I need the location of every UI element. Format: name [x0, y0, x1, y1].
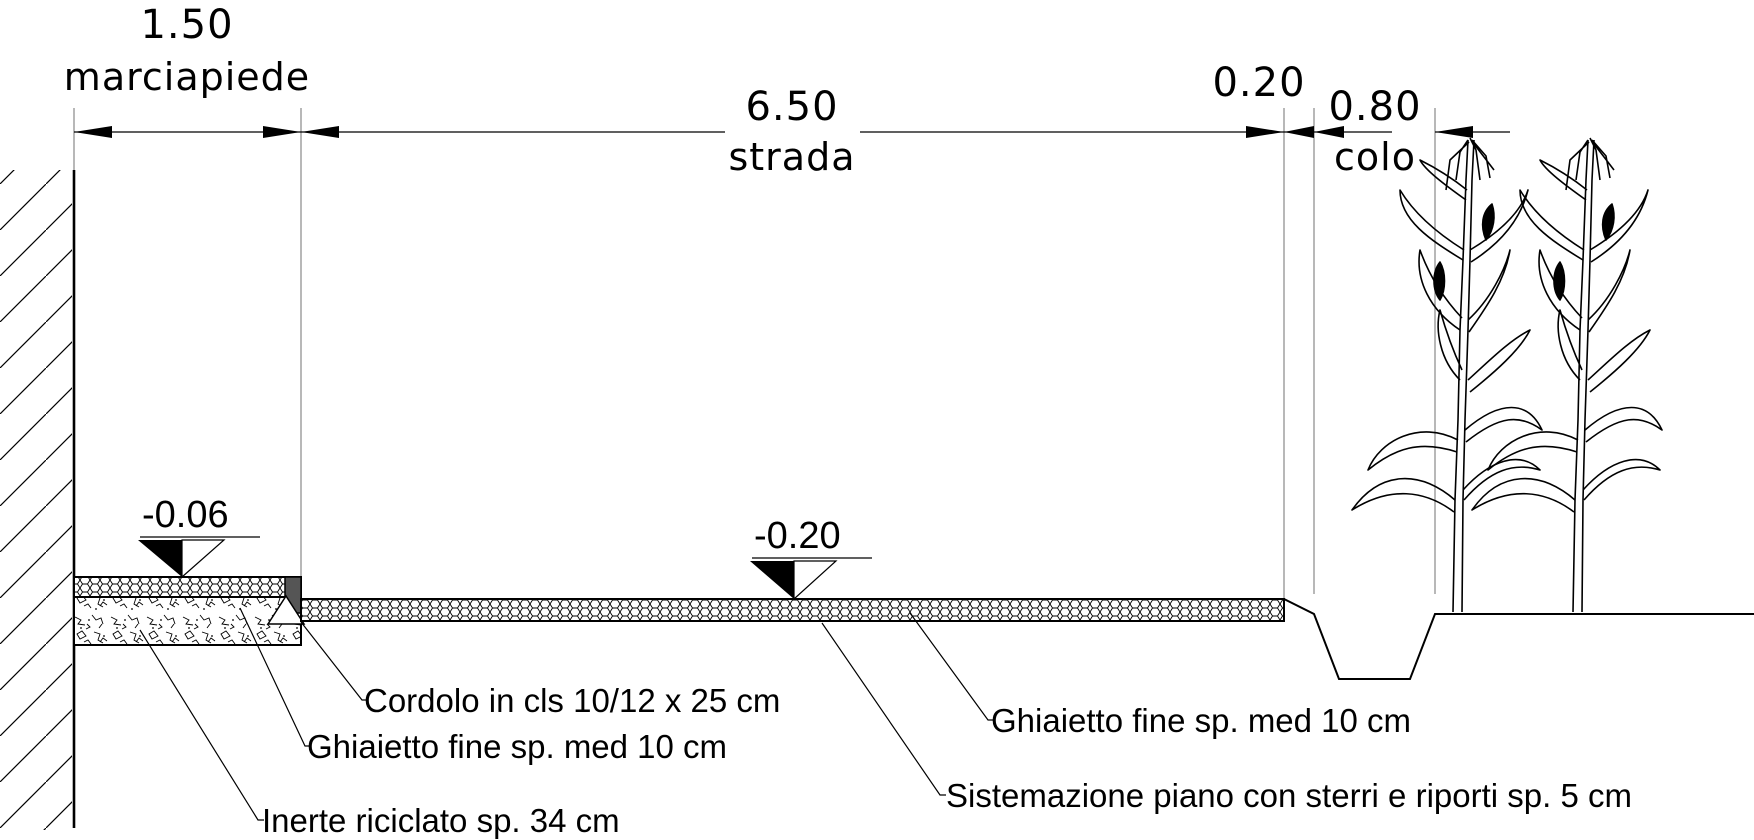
corn-plant: [1471, 137, 1663, 613]
elevation-label-sidewalk: -0.06: [142, 494, 229, 536]
arrow-head: [263, 126, 301, 138]
extension-lines: [73, 108, 1436, 600]
corn-plant: [1351, 137, 1543, 613]
arrow-head: [1435, 126, 1473, 138]
dimension-value-edge: 0.20: [1212, 60, 1305, 106]
leader-lines: [139, 607, 994, 821]
elevation-marker-road: -0.20: [750, 515, 872, 601]
dimension-value-ditch: 0.80: [1328, 84, 1421, 130]
callout-ghiaietto-road: Ghiaietto fine sp. med 10 cm: [991, 702, 1411, 739]
dimension-value-sidewalk: 1.50: [140, 2, 233, 48]
ditch-profile: [1283, 598, 1754, 680]
arrow-head: [1284, 126, 1314, 138]
callout-ghiaietto-sidewalk: Ghiaietto fine sp. med 10 cm: [307, 728, 727, 765]
arrow-head: [74, 126, 112, 138]
boundary-wall: [0, 170, 76, 830]
elevation-marker-sidewalk: -0.06: [138, 494, 260, 579]
dimension-line: [74, 126, 1510, 138]
elevation-label-road: -0.20: [754, 515, 841, 557]
arrow-head: [301, 126, 339, 138]
dimension-label-road: strada: [728, 135, 855, 179]
arrow-head: [1246, 126, 1284, 138]
dimension-value-road: 6.50: [745, 84, 838, 130]
road-section: [300, 598, 1285, 622]
dimension-label-ditch: colo: [1334, 135, 1416, 179]
callout-cordolo: Cordolo in cls 10/12 x 25 cm: [364, 682, 780, 719]
callout-inerte: Inerte riciclato sp. 34 cm: [262, 802, 620, 839]
sidewalk-section: [73, 576, 306, 646]
arrow-head: [1314, 126, 1344, 138]
callout-sistemazione: Sistemazione piano con sterri e riporti …: [946, 777, 1632, 814]
dimension-label-sidewalk: marciapiede: [64, 55, 310, 99]
